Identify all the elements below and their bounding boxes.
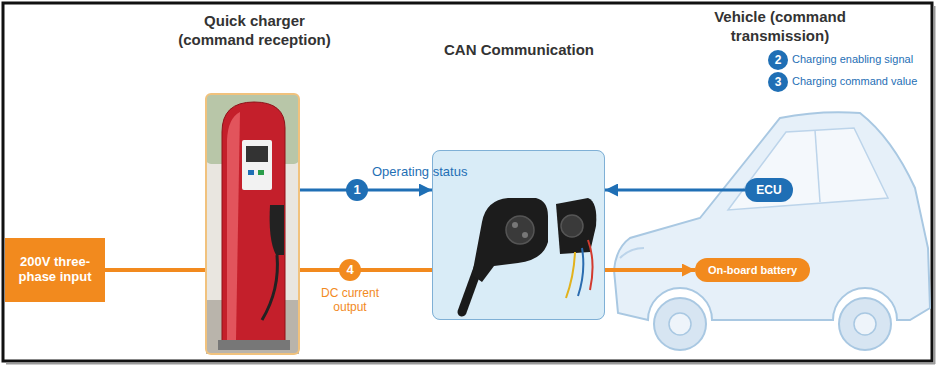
signal-label: Charging command value	[792, 75, 917, 88]
inlet-wire	[566, 252, 575, 298]
callout-number: 4	[339, 259, 361, 281]
signal-label: Operating status	[372, 164, 467, 180]
charger-cable	[262, 255, 277, 320]
car-body	[614, 112, 930, 320]
vehicle-outline: ECUOn-board batteryVehicle (command tran…	[610, 98, 932, 353]
ecu-box: ECU	[745, 178, 793, 202]
charger-photo-ground	[206, 94, 299, 354]
callout-number: 3	[768, 72, 788, 92]
charger-button	[258, 170, 264, 175]
node-heading: CAN Communication	[419, 41, 619, 60]
callout-number: 1	[346, 179, 368, 201]
flow-connector	[300, 268, 432, 272]
signal-label: Charging enabling signal	[792, 53, 913, 66]
node-label: 200V three-phase input	[11, 255, 99, 285]
battery-box: On-board battery	[695, 258, 810, 282]
frame-shadow	[6, 363, 935, 365]
picture-frame	[3, 3, 932, 361]
charger-frame: Quick charger (command reception)	[205, 93, 300, 355]
car-wheel	[839, 298, 891, 350]
node-label: On-board battery	[708, 264, 797, 276]
charger-screen	[246, 146, 268, 162]
inlet-wire	[588, 240, 593, 290]
car-window	[728, 128, 888, 210]
charger-base	[218, 340, 290, 350]
flow-connector	[605, 189, 745, 192]
callout-number: 2	[768, 50, 788, 70]
car-hub	[854, 313, 876, 335]
node-label: ECU	[756, 183, 781, 197]
frame-shadow	[934, 6, 936, 364]
plug-pin	[522, 232, 528, 238]
car-hub	[669, 313, 691, 335]
car-headlight	[620, 248, 644, 258]
car-illustration	[614, 112, 930, 350]
car-wheel	[654, 298, 706, 350]
inlet-face	[561, 215, 583, 237]
inlet-wire	[578, 248, 583, 296]
node-heading: Quick charger (command reception)	[172, 12, 337, 50]
output-label: DC current output	[315, 286, 385, 315]
car-pillar	[815, 130, 820, 202]
flow-connector	[605, 268, 695, 272]
charger-holster	[270, 205, 284, 255]
flow-connector	[105, 268, 205, 272]
plug-face	[506, 216, 534, 244]
charging-plug	[472, 198, 548, 282]
charger-body	[222, 102, 285, 345]
charger-button	[248, 170, 254, 175]
charger-highlight	[227, 112, 240, 340]
input-box: 200V three-phase input	[5, 238, 105, 302]
plug-pin	[512, 222, 518, 228]
charger-panel	[242, 140, 272, 190]
charger-illustration	[206, 94, 299, 354]
node-heading: Vehicle (command transmission)	[685, 8, 875, 46]
